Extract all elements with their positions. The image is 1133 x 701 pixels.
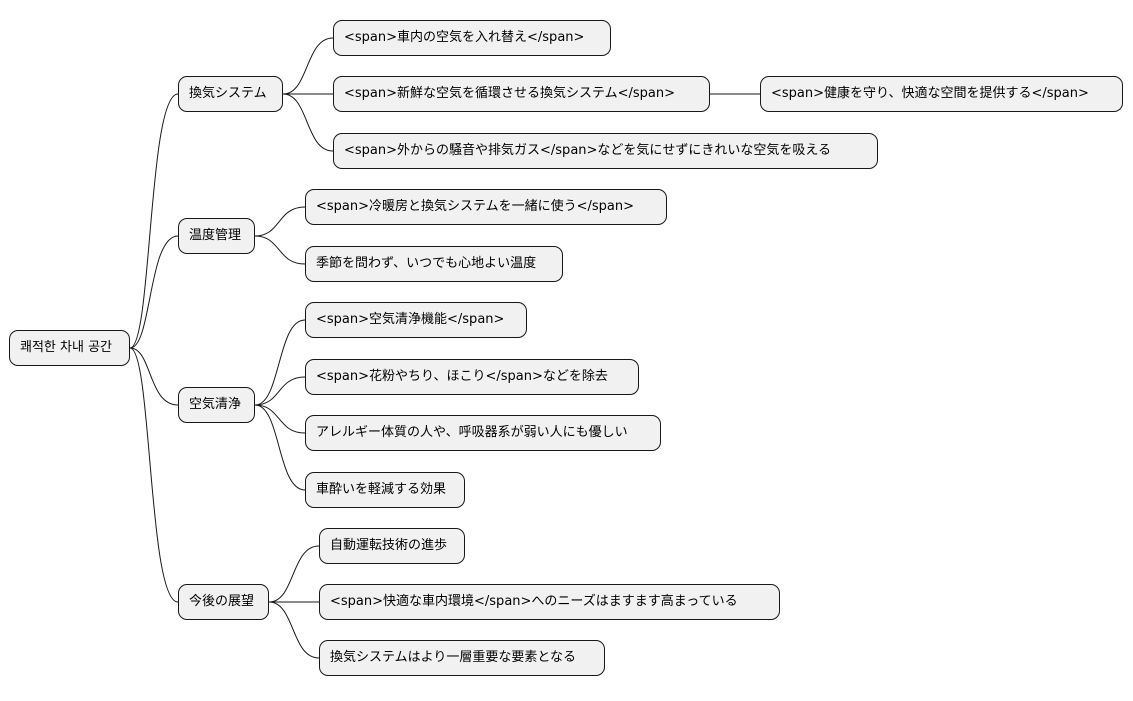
branch-node-ventilation: 換気システム (178, 76, 283, 112)
connector-root-b3 (129, 347, 179, 406)
branch-node-temperature: 温度管理 (178, 218, 255, 254)
connector-b3-b3c1 (254, 319, 306, 406)
leaf-node: 車酔いを軽減する効果 (305, 472, 465, 508)
connector-b4-b4c1 (268, 545, 320, 603)
leaf-node: <span>新鮮な空気を循環させる換気システム</span> (333, 76, 710, 112)
leaf-node: <span>冷暖房と換気システムを一緒に使う</span> (305, 189, 667, 225)
connector-b3-b3c2 (254, 376, 306, 406)
branch-node-air-purification: 空気清浄 (178, 387, 255, 423)
connector-root-b4 (129, 347, 179, 603)
leaf-node: <span>健康を守り、快適な空間を提供する</span> (760, 76, 1123, 112)
leaf-node: 換気システムはより一層重要な要素となる (319, 640, 605, 676)
leaf-node: アレルギー体質の人や、呼吸器系が弱い人にも優しい (305, 415, 661, 451)
leaf-node: <span>外からの騒音や排気ガス</span>などを気にせずにきれいな空気を吸… (333, 133, 878, 169)
leaf-node: 季節を問わず、いつでも心地よい温度 (305, 246, 563, 282)
connector-b2-b2c2 (254, 235, 306, 265)
root-node: 쾌적한 차내 공간 (9, 330, 130, 366)
connector-root-b2 (129, 235, 179, 349)
connector-b1-b1c1 (282, 37, 334, 95)
connector-b3-b3c3 (254, 404, 306, 434)
connector-b1-b1c3 (282, 93, 334, 152)
branch-node-outlook: 今後の展望 (178, 584, 269, 620)
leaf-node: 自動運転技術の進歩 (319, 528, 465, 564)
connector-b4-b4c3 (268, 601, 320, 659)
leaf-node: <span>快適な車内環境</span>へのニーズはますます高まっている (319, 584, 780, 620)
leaf-node: <span>車内の空気を入れ替え</span> (333, 20, 611, 56)
connector-b2-b2c1 (254, 206, 306, 237)
leaf-node: <span>花粉やちり、ほこり</span>などを除去 (305, 359, 639, 395)
connector-b3-b3c4 (254, 404, 306, 491)
connector-root-b1 (129, 93, 179, 349)
leaf-node: <span>空気清浄機能</span> (305, 302, 527, 338)
